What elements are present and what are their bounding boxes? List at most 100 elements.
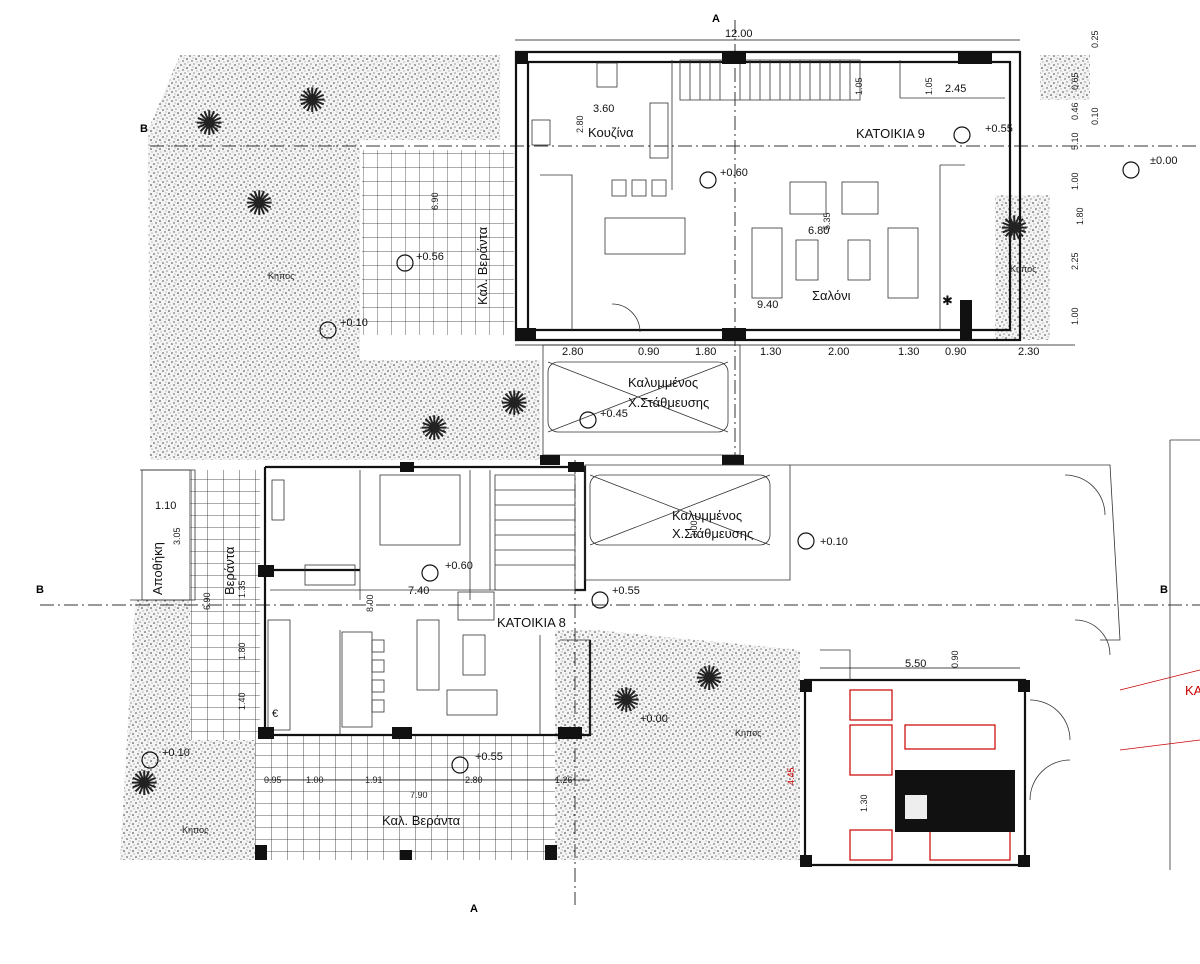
- house-9: ✱: [514, 50, 1022, 342]
- wc-width: 2.45: [945, 83, 966, 95]
- annex-dim-top: 0.90: [950, 650, 960, 668]
- kitchen-width: 3.60: [593, 103, 614, 115]
- veranda-8-label: Καλ. Βεράντα: [382, 813, 461, 828]
- tree-icons: ✺ ✺ ✺ ✺ ✺ ✺ ✺ ✺ ✺: [130, 82, 1029, 803]
- house-8-depth: 8.00: [365, 594, 375, 612]
- annex-cut-label: ΚΑ: [1185, 683, 1200, 698]
- svg-text:✺: ✺: [1000, 210, 1029, 248]
- dim: 2.00: [828, 346, 849, 358]
- parking-1-label-2: Χ.Στάθμευσης: [628, 395, 709, 410]
- storage-width: 1.10: [155, 500, 176, 512]
- veranda-9-height: 6.90: [430, 192, 440, 210]
- dim: 1.26: [555, 775, 573, 785]
- level-entry-8: +0.55: [612, 585, 640, 597]
- section-marker-a-bottom: A: [470, 903, 478, 915]
- dim: 1.30: [898, 346, 919, 358]
- house-8-title: ΚΑΤΟΙΚΙΑ 8: [497, 615, 566, 630]
- level-living: +0.60: [720, 167, 748, 179]
- living-label: Σαλόνι: [812, 288, 851, 303]
- veranda-8: [255, 735, 555, 860]
- storage-height: 3.05: [172, 527, 182, 545]
- garden-right-8: Κηπος: [735, 728, 762, 738]
- svg-text:✺: ✺: [500, 385, 529, 423]
- level-veranda: +0.56: [416, 251, 444, 263]
- dim: 1.91: [365, 775, 383, 785]
- parking-1-label-1: Καλυμμένος: [628, 375, 698, 390]
- svg-text:✺: ✺: [695, 660, 724, 698]
- bottom-dimensions-9: 2.80 0.90 1.80 1.30 2.00 1.30 0.90 2.30: [562, 346, 1039, 358]
- dim: 1.00: [306, 775, 324, 785]
- side-dimensions-8: 1.35 1.80 1.40: [237, 580, 247, 710]
- dim: 1.40: [237, 692, 247, 710]
- parking-2-dim: 3.00: [689, 520, 699, 538]
- living-length: 9.40: [757, 299, 778, 311]
- section-marker-b-top: B: [140, 123, 148, 135]
- dim: 2.25: [1070, 252, 1080, 270]
- annex: [800, 649, 1200, 867]
- svg-text:✺: ✺: [420, 410, 449, 448]
- garden-left-8: Κηπος: [182, 825, 209, 835]
- veranda-9-label: Καλ. Βεράντα: [475, 226, 490, 305]
- wc-height-1: 1.05: [854, 77, 864, 95]
- kitchen-label: Κουζίνα: [588, 125, 634, 140]
- storage-label: Αποθήκη: [150, 542, 165, 595]
- section-marker-a-top: A: [712, 13, 720, 25]
- dim: 0.95: [264, 775, 282, 785]
- parking-2: [584, 439, 1200, 870]
- house-8-width: 7.40: [408, 585, 429, 597]
- side-veranda-height: 6.90: [202, 592, 212, 610]
- dim: 1.00: [1070, 172, 1080, 190]
- dim: 0.46: [1070, 102, 1080, 120]
- level-ground: ±0.00: [1150, 155, 1177, 167]
- dim: 0.90: [945, 346, 966, 358]
- right-dimensions-9: 0.25 0.65 0.46 0.10 5.10 1.00 1.80 2.25 …: [1070, 30, 1100, 325]
- annex-dim-inner: 1.30: [859, 794, 869, 812]
- living-width: 6.80: [808, 225, 829, 237]
- veranda-9: [362, 150, 514, 335]
- living-height: 5.35: [822, 212, 832, 230]
- svg-text:✺: ✺: [130, 765, 159, 803]
- garden-left-9: Κηπος: [268, 271, 295, 281]
- dimension-lines: [265, 39, 1075, 781]
- dim: 1.30: [760, 346, 781, 358]
- svg-text:✺: ✺: [298, 82, 327, 120]
- dim: 2.80: [465, 775, 483, 785]
- svg-text:✺: ✺: [195, 105, 224, 143]
- annex-width: 5.50: [905, 658, 926, 670]
- dim: 0.90: [638, 346, 659, 358]
- level-entry-9: +0.55: [985, 123, 1013, 135]
- level-garden-9: +0.10: [340, 317, 368, 329]
- parking-2-label-2: Χ.Στάθμευσης: [672, 526, 753, 541]
- section-marker-b-left: B: [36, 584, 44, 596]
- overall-width: 12.00: [725, 28, 753, 40]
- section-marker-b-right: B: [1160, 584, 1168, 596]
- veranda-total-8: 7.90: [410, 790, 428, 800]
- svg-text:✺: ✺: [612, 682, 641, 720]
- annex-height: 4.45: [786, 767, 796, 785]
- dim: 0.25: [1090, 30, 1100, 48]
- veranda-dimensions-8: 0.95 1.00 1.91 2.80 1.26: [264, 775, 573, 785]
- plant-icon: ✱: [942, 293, 953, 308]
- dim: 1.80: [1075, 207, 1085, 225]
- side-veranda-8: [190, 470, 260, 740]
- fridge-icon: €: [272, 708, 278, 720]
- dim: 1.00: [1070, 307, 1080, 325]
- svg-text:✺: ✺: [245, 185, 274, 223]
- dim: 1.35: [237, 580, 247, 598]
- kitchen-height: 2.80: [575, 115, 585, 133]
- side-veranda-label: Βεράντα: [222, 546, 237, 595]
- dim: 0.65: [1070, 72, 1080, 90]
- wc-height-2: 1.05: [924, 77, 934, 95]
- parking-2-level: +0.10: [820, 536, 848, 548]
- dim: 2.80: [562, 346, 583, 358]
- level-inner-8: +0.60: [445, 560, 473, 572]
- dim: 0.10: [1090, 107, 1100, 125]
- house-9-title: ΚΑΤΟΙΚΙΑ 9: [856, 126, 925, 141]
- dim: 1.80: [695, 346, 716, 358]
- level-garden-right-8: +0.00: [640, 713, 668, 725]
- dim: 2.30: [1018, 346, 1039, 358]
- level-garden-8: +0.10: [162, 747, 190, 759]
- level-veranda-8: +0.55: [475, 751, 503, 763]
- garden-areas: [120, 55, 1090, 860]
